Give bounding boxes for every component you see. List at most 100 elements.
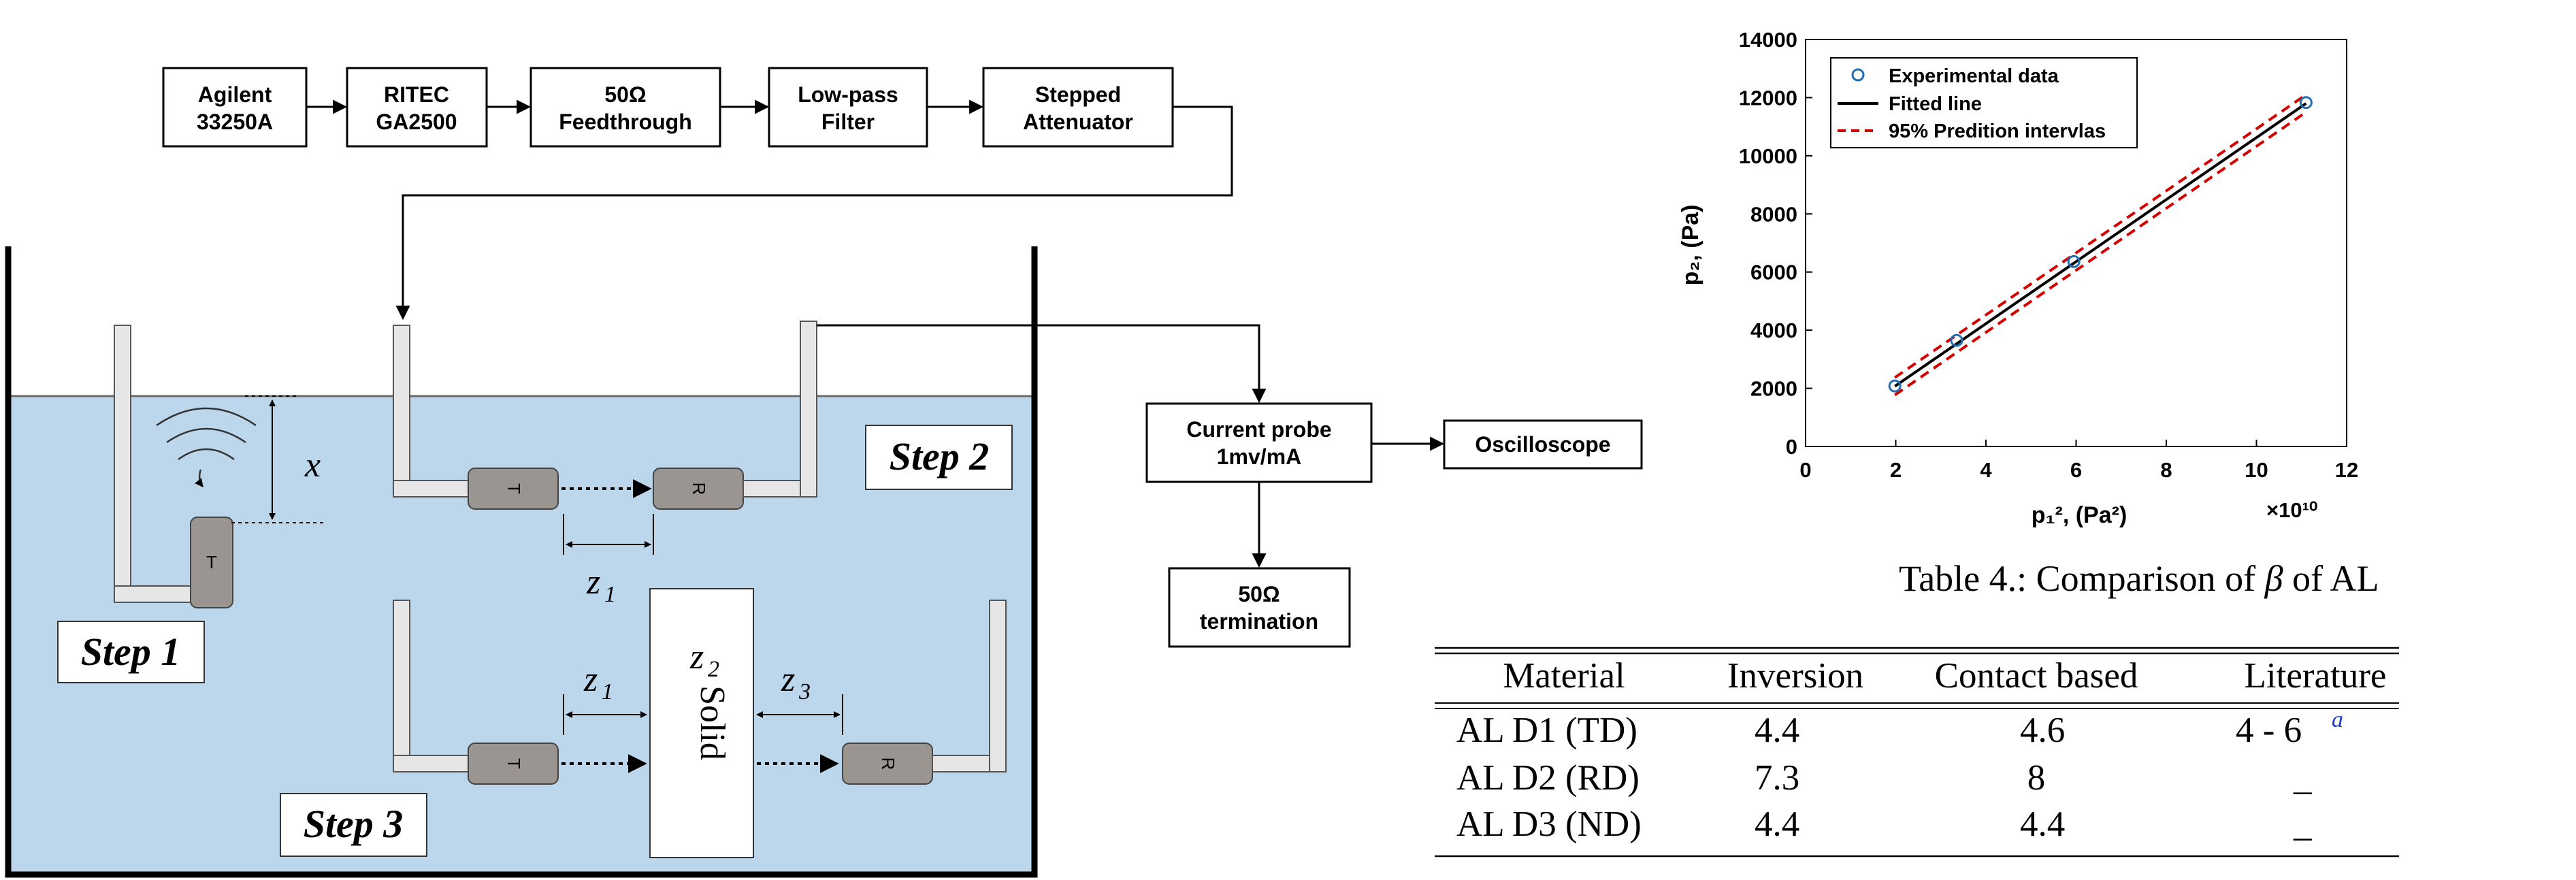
- svg-text:Step 3: Step 3: [304, 802, 404, 846]
- svg-text:T: T: [206, 552, 217, 572]
- svg-text:4.6: 4.6: [2020, 711, 2065, 750]
- x-multiplier: ×10¹⁰: [2266, 498, 2317, 522]
- y-tick-label: 10000: [1739, 144, 1797, 168]
- svg-text:Literature: Literature: [2245, 656, 2387, 696]
- svg-text:Solid: Solid: [693, 685, 732, 760]
- table-header: Material Inversion Contact based Literat…: [1503, 656, 2386, 696]
- svg-text:GA2500: GA2500: [376, 110, 457, 134]
- svg-text:1: 1: [604, 582, 616, 607]
- svg-text:4.4: 4.4: [1755, 804, 1799, 844]
- svg-text:4 - 6: 4 - 6: [2236, 711, 2302, 750]
- x-tick-label: 6: [2070, 458, 2082, 482]
- svg-text:termination: termination: [1200, 609, 1318, 634]
- svg-text:Current probe: Current probe: [1186, 417, 1331, 442]
- lowpass-filter-block: Low-pass Filter: [768, 67, 928, 148]
- comparison-table: Table 4.: Comparison of β of AL Material…: [1435, 558, 2399, 858]
- step2-label: Step 2: [865, 425, 1013, 490]
- x-dimension: [231, 395, 327, 523]
- footnote-mark: a: [2332, 707, 2343, 732]
- experiment-diagram: Agilent 33250A RITEC GA2500 50Ω Feedthro…: [5, 67, 1643, 878]
- solid-sample: z 2 Solid: [649, 588, 754, 858]
- x-tick-label: 0: [1799, 458, 1811, 482]
- ritec-block: RITEC GA2500: [346, 67, 488, 148]
- svg-text:x: x: [304, 446, 321, 485]
- feedthrough-block: 50Ω Feedthrough: [529, 67, 721, 148]
- svg-text:Fitted line: Fitted line: [1889, 93, 1982, 115]
- chart-series: [1888, 93, 2313, 397]
- table-row: AL D1 (TD) 4.4 4.6 4 - 6 a: [1456, 707, 2343, 750]
- svg-text:33250A: 33250A: [197, 110, 273, 134]
- y-tick-label: 12000: [1739, 86, 1797, 110]
- y-tick-label: 6000: [1750, 261, 1797, 284]
- chain-arrows: [306, 99, 1233, 321]
- legend-item-prediction: 95% Predition intervlas: [1838, 120, 2106, 142]
- step3-setup: T z 2 Solid R z 1 z 3: [393, 588, 1007, 858]
- svg-text:Step 2: Step 2: [890, 434, 990, 478]
- table-caption: Table 4.: Comparison of β of AL: [1899, 558, 2379, 599]
- svg-text:AL D1 (TD): AL D1 (TD): [1456, 711, 1637, 750]
- prediction-upper-line: [1894, 93, 2307, 379]
- svg-text:Material: Material: [1503, 656, 1625, 696]
- step1-transducer: T x: [114, 325, 327, 608]
- y-tick-label: 14000: [1739, 28, 1797, 52]
- current-probe-block: Current probe 1mv/mA: [1145, 402, 1373, 483]
- svg-text:Contact based: Contact based: [1935, 656, 2138, 696]
- legend-item-experimental: Experimental data: [1851, 65, 2059, 87]
- wave-icon: [156, 407, 257, 487]
- svg-text:1: 1: [602, 679, 613, 704]
- svg-text:Feedthrough: Feedthrough: [559, 110, 692, 134]
- svg-text:Stepped: Stepped: [1035, 82, 1121, 107]
- svg-text:Step 1: Step 1: [81, 630, 181, 674]
- svg-text:Oscilloscope: Oscilloscope: [1475, 432, 1610, 457]
- x-axis-label: p₁², (Pa²): [2032, 502, 2127, 528]
- z1-dimension-step3: [563, 694, 647, 735]
- svg-text:Experimental data: Experimental data: [1889, 65, 2059, 87]
- data-point: [2299, 96, 2313, 110]
- z3-dimension-step3: [756, 694, 843, 735]
- svg-text:50Ω: 50Ω: [604, 82, 646, 107]
- y-tick-label: 8000: [1750, 202, 1797, 226]
- y-tick-label: 4000: [1750, 319, 1797, 342]
- termination-block: 50Ω termination: [1168, 567, 1351, 648]
- measurement-arrows: [1252, 436, 1445, 568]
- prediction-lower-line: [1894, 111, 2307, 397]
- receiver-cable: [817, 324, 1267, 404]
- svg-text:3: 3: [798, 679, 811, 704]
- svg-text:z: z: [586, 563, 600, 602]
- svg-text:z: z: [689, 638, 704, 677]
- z1-dimension-step2: [563, 514, 654, 555]
- x-tick-label: 2: [1890, 458, 1902, 482]
- svg-text:4.4: 4.4: [2020, 804, 2065, 844]
- x-tick-label: 4: [1980, 458, 1992, 482]
- step1-label: Step 1: [57, 621, 205, 683]
- svg-text:95% Predition intervlas: 95% Predition intervlas: [1889, 120, 2106, 142]
- oscilloscope-block: Oscilloscope: [1443, 419, 1643, 470]
- svg-text:8: 8: [2027, 758, 2046, 798]
- x-axis-ticks: 0 2 4 6 8 10 12: [1799, 440, 2358, 482]
- svg-text:z: z: [583, 660, 598, 699]
- fitted-line: [1894, 102, 2307, 388]
- svg-text:_: _: [2293, 804, 2312, 844]
- step2-setup: T R z 1: [393, 321, 817, 607]
- step3-label: Step 3: [280, 793, 427, 857]
- data-point: [1950, 333, 1963, 347]
- x-tick-label: 12: [2335, 458, 2358, 482]
- svg-text:R: R: [689, 483, 709, 495]
- svg-text:1mv/mA: 1mv/mA: [1217, 444, 1302, 469]
- svg-text:RITEC: RITEC: [384, 82, 449, 107]
- svg-text:_: _: [2293, 758, 2312, 798]
- legend-item-fitted: Fitted line: [1838, 93, 1982, 115]
- svg-text:4.4: 4.4: [1755, 711, 1799, 750]
- svg-text:Filter: Filter: [821, 110, 875, 134]
- svg-text:AL D3 (ND): AL D3 (ND): [1456, 804, 1642, 844]
- y-tick-label: 2000: [1750, 377, 1797, 401]
- agilent-block: Agilent 33250A: [162, 67, 308, 148]
- svg-text:T: T: [504, 483, 524, 494]
- x-tick-label: 10: [2245, 458, 2268, 482]
- data-point: [2067, 255, 2081, 268]
- svg-text:AL D2 (RD): AL D2 (RD): [1456, 758, 1640, 798]
- chart-legend: Experimental data Fitted line 95% Predit…: [1830, 57, 2138, 148]
- chart: 0 2 4 6 8 10 12 0 2000 4000 6000 8000 10000 12000 140…: [1678, 28, 2358, 528]
- x-tick-label: 8: [2160, 458, 2172, 482]
